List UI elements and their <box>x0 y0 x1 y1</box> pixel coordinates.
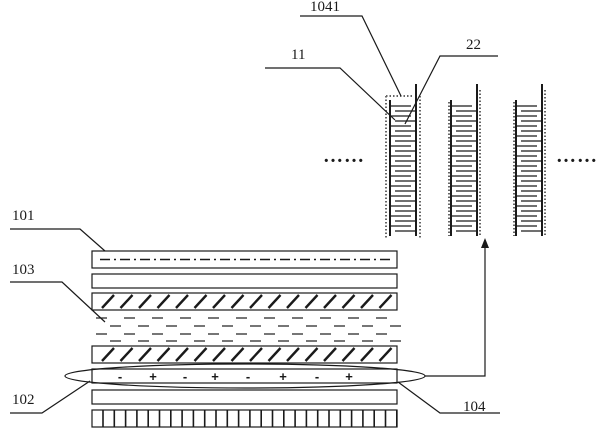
hatch-stroke <box>138 347 152 362</box>
hatch-stroke <box>119 294 134 309</box>
leader-102 <box>10 380 91 414</box>
hatch-stroke <box>323 347 337 362</box>
comb-electrode-unit <box>513 84 546 236</box>
hatch-stroke <box>378 347 393 362</box>
hatch-stroke <box>175 294 189 309</box>
hatch-stroke <box>267 294 282 309</box>
hatch-stroke <box>212 294 226 309</box>
leader-1041 <box>300 15 402 97</box>
charge-sign: - <box>246 369 250 384</box>
hatch-stroke <box>212 347 226 362</box>
comb-electrode-units <box>385 84 546 238</box>
charge-sign: + <box>345 369 353 384</box>
arrow-head <box>481 238 489 248</box>
leader-103 <box>10 281 106 323</box>
layer-stack: - + - + - + - + <box>64 250 426 428</box>
plain-plate-upper <box>91 273 398 289</box>
hatch-stroke <box>175 347 189 362</box>
hatch-stroke <box>230 347 245 362</box>
hatch-stroke <box>378 294 393 309</box>
label-1041: 1041 <box>310 0 340 15</box>
hatched-plate-upper <box>91 292 398 311</box>
leader-22 <box>404 55 498 125</box>
charge-sign: + <box>149 369 157 384</box>
liquid-layer-dashes <box>96 317 401 342</box>
hatch-stroke <box>193 294 208 309</box>
ellipsis-right: …… <box>556 145 598 167</box>
hatch-stroke <box>304 294 319 309</box>
label-22: 22 <box>466 37 481 53</box>
charge-sign: + <box>211 369 219 384</box>
hatch-stroke <box>286 347 300 362</box>
top-plate <box>91 250 398 269</box>
hatch-lines-upper <box>101 294 393 309</box>
hatch-stroke <box>341 294 356 309</box>
hatch-stroke <box>360 294 374 309</box>
label-103: 103 <box>12 262 35 278</box>
label-102: 102 <box>12 392 35 408</box>
charge-sign: + <box>279 369 287 384</box>
leader-11 <box>265 67 396 121</box>
hatch-stroke <box>323 294 337 309</box>
label-104: 104 <box>463 399 486 415</box>
hatch-stroke <box>156 294 171 309</box>
ellipsis-left: …… <box>323 145 365 167</box>
hatch-stroke <box>304 347 319 362</box>
hatch-stroke <box>156 347 171 362</box>
leader-104 <box>397 381 500 414</box>
hatch-stroke <box>138 294 152 309</box>
segment-dividers <box>102 410 398 427</box>
leader-101 <box>10 228 106 252</box>
hatch-stroke <box>230 294 245 309</box>
label-101: 101 <box>12 208 35 224</box>
hatch-stroke <box>341 347 356 362</box>
hatch-lines-lower <box>101 347 393 362</box>
charged-layer <box>91 368 398 384</box>
hatched-plate-lower <box>91 345 398 364</box>
charge-sign: - <box>183 369 187 384</box>
comb-electrode-unit <box>448 84 481 236</box>
label-11: 11 <box>291 47 305 63</box>
leader-lines <box>10 15 500 414</box>
plain-plate-lower <box>91 389 398 405</box>
hatch-stroke <box>101 347 115 362</box>
reference-labels: 101 103 102 104 11 1041 22 <box>12 0 486 415</box>
hatch-stroke <box>267 347 282 362</box>
hatch-stroke <box>286 294 300 309</box>
hatch-stroke <box>193 347 208 362</box>
hatch-stroke <box>101 294 115 309</box>
hatch-stroke <box>249 347 263 362</box>
charge-signs: - + - + - + - + <box>118 369 353 384</box>
charge-sign: - <box>315 369 319 384</box>
charge-sign: - <box>118 369 122 384</box>
connection-arrow <box>425 238 489 377</box>
hatch-stroke <box>249 294 263 309</box>
hatch-stroke <box>119 347 134 362</box>
comb-electrode-unit <box>385 84 421 238</box>
hatch-stroke <box>360 347 374 362</box>
